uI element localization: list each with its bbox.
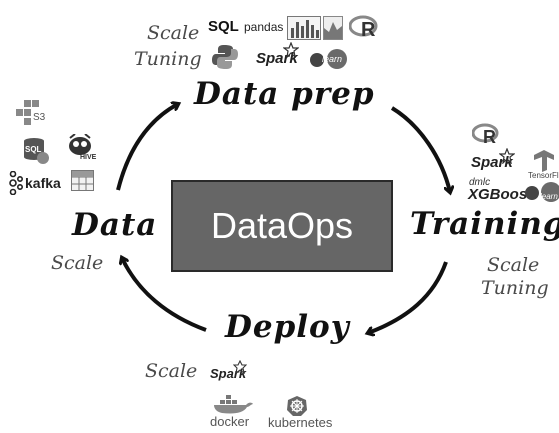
arrow-prep-to-training	[390, 106, 450, 192]
deploy-scale-note: Scale	[145, 360, 198, 382]
arrow-training-to-deploy	[368, 261, 448, 333]
svg-text:R: R	[361, 19, 376, 40]
learn-label-training: learn	[540, 192, 558, 201]
kafka-icon	[9, 171, 23, 195]
grid-icon	[71, 170, 94, 191]
data-prep-scale-note: Scale	[147, 22, 200, 44]
docker-label: docker	[210, 414, 250, 429]
tensorflow-icon	[534, 150, 554, 172]
s3-icon	[16, 100, 39, 125]
stage-data: Data	[72, 207, 158, 243]
learn-label: learn	[322, 54, 343, 64]
hive-label: HIVE	[80, 154, 97, 161]
spark-star-icon-training	[499, 148, 515, 164]
sql-logo: SQL	[208, 18, 239, 35]
training-scale-note: Scale	[487, 254, 540, 276]
data-prep-tuning-note: Tuning	[134, 48, 202, 70]
kafka-label: kafka	[25, 175, 61, 191]
r-logo-training: R	[472, 123, 499, 146]
sklearn-icon	[310, 49, 347, 69]
spark-logo-training: Spark	[471, 154, 513, 171]
seaborn-icon	[323, 16, 343, 40]
svg-text:R: R	[483, 127, 496, 146]
stage-deploy: Deploy	[225, 309, 350, 345]
docker-icon	[214, 395, 253, 414]
sklearn-icon-training	[525, 182, 559, 202]
xgboost-logo: XGBoost	[468, 186, 533, 203]
s3-label: S3	[33, 112, 46, 123]
arrow-deploy-to-data	[122, 258, 207, 332]
tensorflow-label: TensorFlo	[528, 171, 559, 180]
training-tuning-note: Tuning	[481, 277, 549, 299]
pandas-logo: pandas	[244, 20, 284, 34]
database-icon	[24, 138, 49, 164]
spark-star-icon	[283, 42, 299, 58]
data-scale-note: Scale	[51, 252, 104, 274]
hive-icon	[69, 134, 91, 155]
python-icon	[212, 45, 238, 69]
r-logo: R	[349, 15, 378, 40]
matplotlib-icon	[287, 16, 321, 40]
sql-db-label: SQL	[25, 145, 42, 154]
kubernetes-label: kubernetes	[268, 415, 333, 430]
spark-star-icon-deploy	[233, 360, 247, 374]
dmlc-label: dmlc	[469, 177, 491, 188]
stage-training: Training	[410, 206, 559, 242]
dataops-label: DataOps	[210, 205, 354, 246]
arrow-data-to-prep	[116, 104, 178, 191]
stage-data-prep: Data prep	[194, 76, 375, 112]
dataops-box: DataOps	[171, 180, 393, 272]
kubernetes-icon	[287, 396, 307, 416]
